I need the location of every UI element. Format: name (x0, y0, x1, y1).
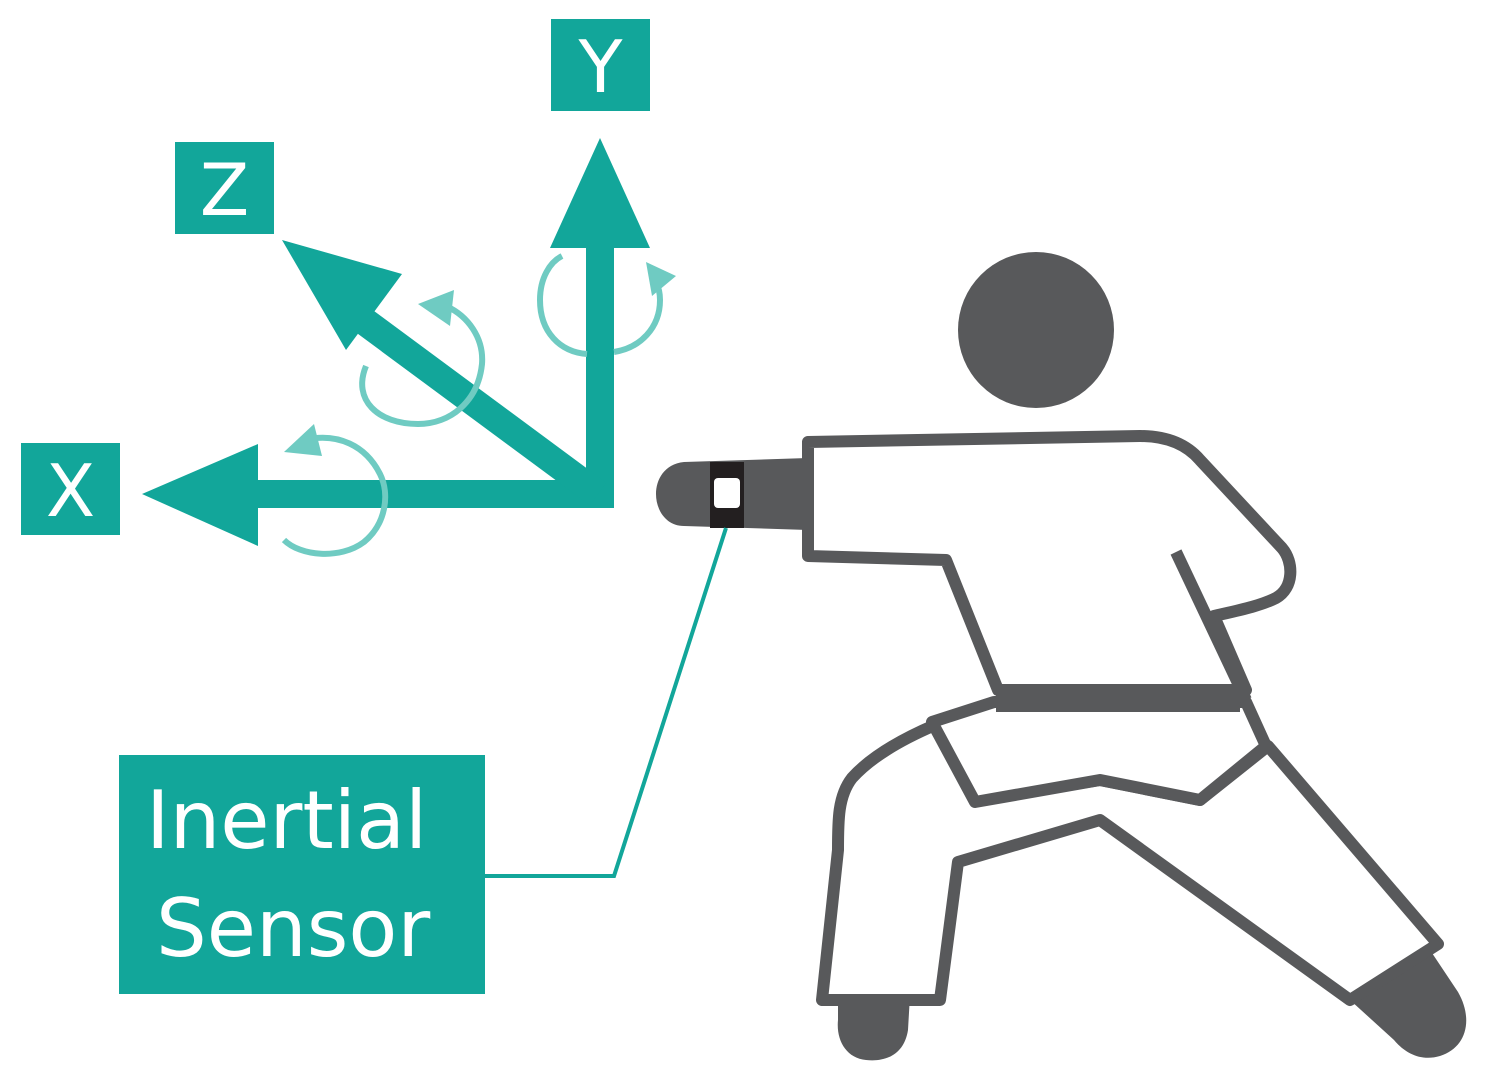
z-axis-label: Z (175, 142, 274, 234)
z-axis-arrow (282, 240, 607, 506)
rotation-arrow-icon (359, 303, 486, 428)
inertial-sensor-callout: Inertial Sensor (119, 755, 485, 994)
rotation-arrow-icon (536, 253, 588, 357)
rotation-arrow-icon (281, 434, 389, 557)
svg-text:Z: Z (200, 148, 249, 232)
svg-text:Y: Y (578, 25, 624, 109)
figure-arm-seam (1170, 549, 1252, 703)
callout-leader-line (484, 527, 728, 878)
figure-head (958, 252, 1114, 408)
x-axis-arrow (142, 444, 614, 546)
callout-line-2: Sensor (156, 882, 430, 975)
figure-jacket (802, 430, 1297, 696)
x-axis-label: X (21, 443, 120, 535)
callout-line-1: Inertial (146, 774, 427, 867)
figure-belt (996, 684, 1240, 712)
y-axis-arrow (550, 138, 650, 508)
coordinate-axes (142, 138, 650, 546)
sensor-device-icon (710, 462, 744, 528)
karate-figure-icon (656, 252, 1467, 1061)
figure-pants (816, 719, 1444, 1006)
figure-left-foot (837, 995, 910, 1061)
rotation-indicators (281, 253, 676, 557)
svg-text:X: X (46, 449, 95, 533)
sensor-unit (714, 478, 740, 508)
figure-right-foot (1350, 950, 1467, 1058)
y-axis-label: Y (551, 19, 650, 111)
